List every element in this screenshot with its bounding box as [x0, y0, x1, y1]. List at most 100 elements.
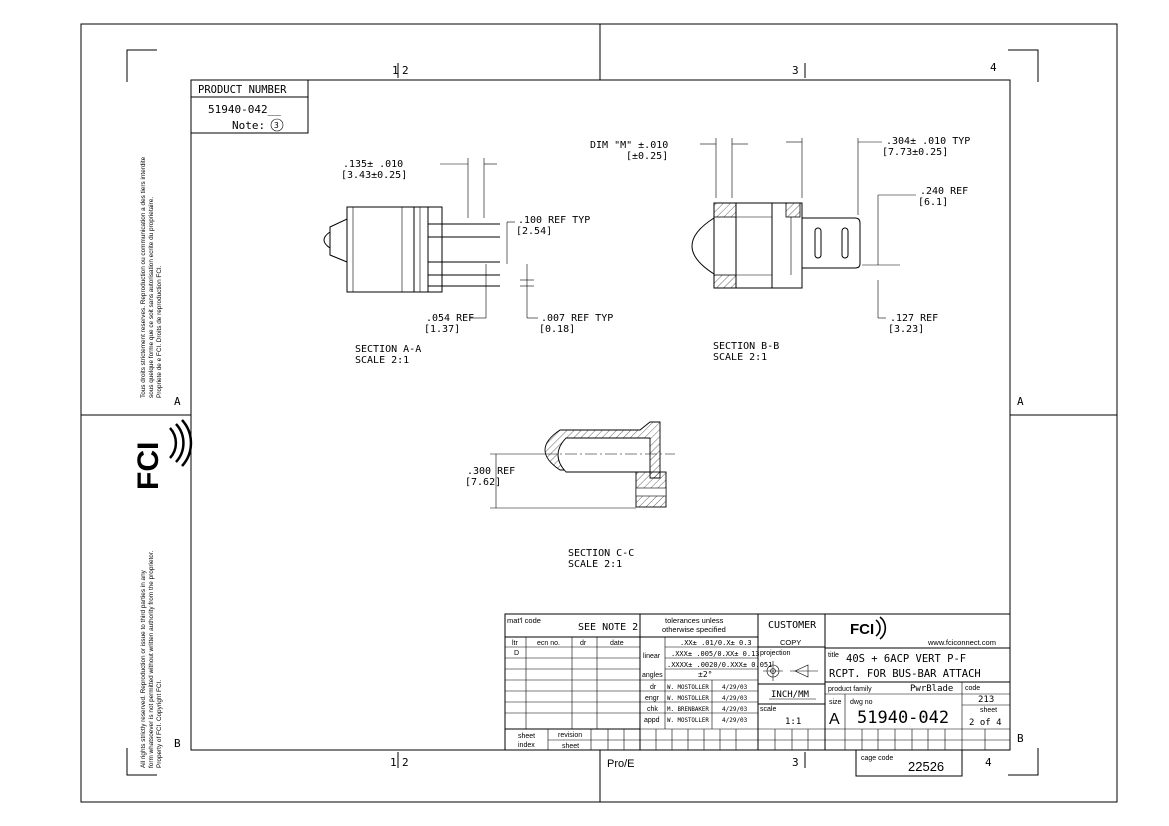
- zone-right-b: B: [1017, 732, 1024, 745]
- legal-text-french: Tous droits strictement reserves. Reprod…: [140, 156, 163, 398]
- svg-text:Property of FCI. Copyright FC: Property of FCI. Copyright FCI.: [156, 680, 163, 768]
- product-number-value: 51940-042__: [208, 103, 281, 116]
- section-b-view: [691, 138, 916, 319]
- dwg-no-label: dwg no: [850, 699, 873, 706]
- units-label: INCH/MM: [771, 690, 810, 700]
- svg-text:W. MOSTOLLER: W. MOSTOLLER: [667, 685, 709, 691]
- angles-label: angles: [642, 672, 663, 679]
- linear-row-1: .XX± .01/0.X± 0.3: [680, 639, 752, 647]
- sheet-index-line-2: index: [518, 742, 535, 749]
- svg-text:W. MOSTOLLER: W. MOSTOLLER: [667, 696, 709, 702]
- note-number: 3: [274, 121, 279, 130]
- product-number-title: PRODUCT NUMBER: [198, 84, 287, 96]
- size-value: A: [829, 711, 840, 728]
- linear-label: linear: [643, 653, 661, 660]
- dim-b-127-mm: [3.23]: [888, 324, 924, 335]
- revision-label: revision: [558, 732, 582, 739]
- sheet-label: sheet: [980, 707, 997, 714]
- dim-a-100-mm: [2.54]: [516, 226, 552, 237]
- dim-b-m-mm: [±0.25]: [626, 151, 668, 162]
- dim-a-135: .135± .010: [343, 159, 403, 170]
- dim-a-007: .007 REF TYP: [541, 313, 613, 324]
- svg-text:sous quelque forme que ce soit: sous quelque forme que ce soit sans auto…: [148, 197, 155, 398]
- svg-text:chk: chk: [647, 706, 658, 713]
- svg-text:Propriete de e FCI. Droits de: Propriete de e FCI. Droits de reproducti…: [156, 265, 163, 398]
- zone-left-b: B: [174, 737, 181, 750]
- legal-text-english: All rights strictly reserved. Reproducti…: [140, 550, 163, 768]
- section-c-scale: SCALE 2:1: [568, 559, 622, 570]
- zone-top-4: 4: [990, 61, 997, 74]
- copy-label: COPY: [780, 638, 801, 647]
- dim-b-240: .240 REF: [920, 186, 968, 197]
- tolerances-line-2: otherwise specified: [662, 625, 726, 634]
- rev-header-dr: dr: [580, 640, 587, 647]
- svg-text:Tous droits strictement reserv: Tous droits strictement reserves. Reprod…: [140, 156, 147, 398]
- dim-b-m: DIM "M" ±.010: [590, 140, 668, 151]
- dim-c-300-mm: [7.62]: [465, 477, 501, 488]
- svg-text:M. BRENBAKER: M. BRENBAKER: [667, 707, 709, 713]
- dim-c-300: .300 REF: [467, 466, 515, 477]
- drawing-frame: [190, 79, 1011, 751]
- dim-a-054-mm: [1.37]: [424, 324, 460, 335]
- dim-a-100: .100 REF TYP: [518, 215, 590, 226]
- cage-code-value: 22526: [908, 759, 944, 774]
- code-value: 213: [978, 695, 994, 705]
- sheet-index-line-1: sheet: [518, 733, 535, 740]
- section-b-label: SECTION B-B: [713, 341, 779, 352]
- rev-ltr-value: D: [514, 650, 519, 657]
- title-label: title: [828, 652, 839, 659]
- zone-left-a: A: [174, 395, 181, 408]
- svg-text:4/29/03: 4/29/03: [722, 684, 748, 691]
- title-line-2: RCPT. FOR BUS-BAR ATTACH: [829, 668, 981, 680]
- svg-text:engr: engr: [645, 695, 660, 702]
- sheet-small-label: sheet: [562, 743, 579, 750]
- svg-text:4/29/03: 4/29/03: [722, 717, 748, 724]
- section-a-label: SECTION A-A: [355, 344, 421, 355]
- svg-text:dr: dr: [650, 684, 657, 691]
- matl-code-label: mat'l code: [507, 616, 541, 625]
- code-label: code: [965, 685, 980, 692]
- fci-logo: FCI: [132, 419, 193, 490]
- sheet-value: 2 of 4: [969, 718, 1002, 728]
- size-label: size: [829, 699, 842, 706]
- note-label: Note:: [232, 119, 265, 132]
- signoff-rows: dr W. MOSTOLLER 4/29/03 engr W. MOSTOLLE…: [644, 684, 748, 724]
- svg-text:form whatsoever is not permitt: form whatsoever is not permitted without…: [148, 550, 155, 768]
- tolerances-line-1: tolerances unless: [665, 616, 724, 625]
- zone-bottom-2: 2: [402, 756, 409, 769]
- zone-top-1: 1: [392, 64, 399, 77]
- svg-text:4/29/03: 4/29/03: [722, 706, 748, 713]
- rev-header-ecn: ecn no.: [537, 640, 560, 647]
- product-family-value: PwrBlade: [910, 684, 953, 694]
- dim-b-304: .304± .010 TYP: [886, 136, 970, 147]
- zone-bottom-3: 3: [792, 756, 799, 769]
- svg-text:FCI: FCI: [132, 442, 165, 490]
- dim-b-127: .127 REF: [890, 313, 938, 324]
- angles-value: ±2°: [698, 670, 712, 679]
- projection-label: projection: [760, 650, 790, 657]
- title-line-1: 40S + 6ACP VERT P-F: [846, 653, 966, 665]
- cage-code-label: cage code: [861, 755, 893, 762]
- website: www.fciconnect.com: [927, 638, 996, 647]
- zone-top-3: 3: [792, 64, 799, 77]
- zone-bottom-1: 1: [390, 756, 397, 769]
- title-block: FCI: [504, 613, 1011, 777]
- dim-a-135-mm: [3.43±0.25]: [341, 170, 407, 181]
- svg-text:All rights strictly reserved.: All rights strictly reserved. Reproducti…: [140, 569, 147, 768]
- customer-label: CUSTOMER: [768, 620, 817, 631]
- see-note: SEE NOTE 2: [578, 622, 638, 633]
- scale-value: 1:1: [785, 717, 801, 727]
- zone-bottom-4: 4: [985, 756, 992, 769]
- svg-text:appd: appd: [644, 717, 660, 724]
- section-a-scale: SCALE 2:1: [355, 355, 409, 366]
- zone-right-a: A: [1017, 395, 1024, 408]
- dim-b-240-mm: [6.1]: [918, 197, 948, 208]
- dwg-no-value: 51940-042: [857, 708, 949, 728]
- linear-row-3: .XXXX± .0020/0.XXX± 0.051: [667, 661, 772, 669]
- product-family-label: product family: [828, 686, 872, 693]
- section-a-view: [323, 158, 538, 319]
- dim-a-054: .054 REF: [426, 313, 474, 324]
- section-c-view: [490, 421, 675, 509]
- section-b-scale: SCALE 2:1: [713, 352, 767, 363]
- dim-b-304-mm: [7.73±0.25]: [882, 147, 948, 158]
